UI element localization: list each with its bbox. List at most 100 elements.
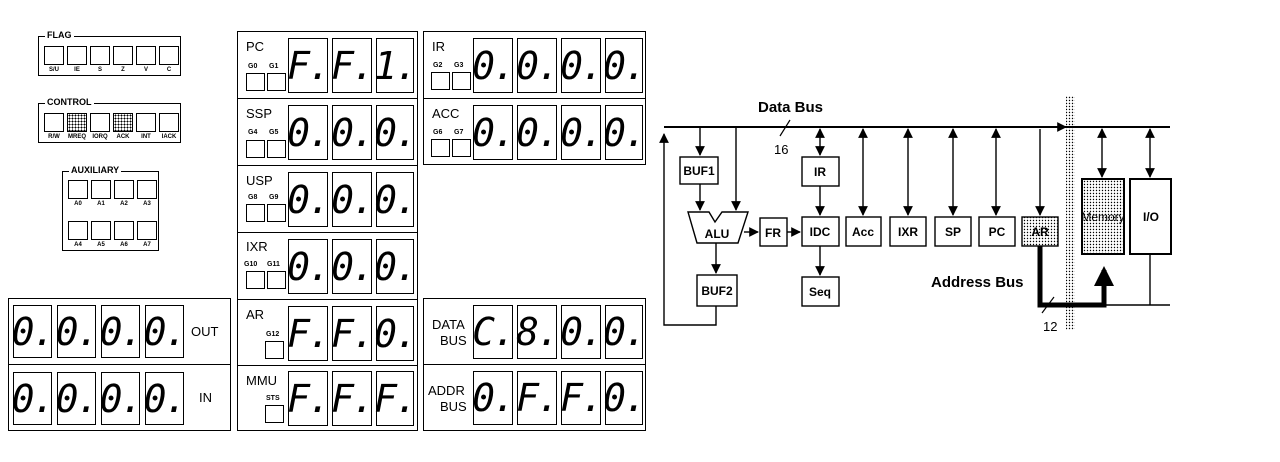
gate-box-g8 xyxy=(246,204,265,222)
data-bus-label: Data Bus xyxy=(758,99,823,116)
aux-label: A7 xyxy=(143,242,151,248)
out-digit: 0. xyxy=(56,305,99,358)
mmu-digit: F. xyxy=(287,371,331,426)
gate-box-g4 xyxy=(246,140,265,158)
gate-box-g11 xyxy=(267,271,286,289)
aux-label: A2 xyxy=(120,201,128,207)
ar-block-label: AR xyxy=(1031,225,1049,239)
out-label: OUT xyxy=(191,324,219,339)
in-digit: 0. xyxy=(12,372,55,425)
data-bus-label-line1: DATA xyxy=(432,317,465,332)
register-panel-right: IR G2 G3 0. 0. 0. 0. ACC G6 G7 0. 0. 0. … xyxy=(423,31,647,165)
addr-bus-label-line1: ADDR xyxy=(428,383,465,398)
ar-digit: F. xyxy=(331,306,375,361)
memory-block xyxy=(1081,178,1125,255)
data-bus-width: 16 xyxy=(774,142,788,157)
usp-digit: 0. xyxy=(374,172,418,227)
buf1-block xyxy=(679,156,719,185)
flag-label: Z xyxy=(121,67,125,73)
data-bus-digit: 0. xyxy=(603,305,647,359)
aux-label: A0 xyxy=(74,201,82,207)
control-lamp-rw xyxy=(44,113,64,132)
in-label: IN xyxy=(199,390,212,405)
out-digit: 0. xyxy=(100,305,143,358)
ssp-label: SSP xyxy=(246,106,273,121)
control-label: IACK xyxy=(161,134,177,140)
buf2-block xyxy=(696,274,738,307)
gate-label: G11 xyxy=(267,261,280,268)
acc-label: ACC xyxy=(432,106,460,121)
ar-block xyxy=(1021,216,1059,247)
sts-box xyxy=(265,405,284,423)
control-lamp-int xyxy=(136,113,156,132)
flag-label: V xyxy=(143,67,148,73)
seq-label: Seq xyxy=(809,285,831,299)
auxiliary-group: AUXILIARY A0 A1 A2 A3 A4 A5 A6 A7 xyxy=(62,165,159,251)
control-label: ACK xyxy=(116,134,130,140)
flag-title: FLAG xyxy=(45,30,74,41)
flag-label: S xyxy=(97,67,102,73)
gate-box-g7 xyxy=(452,139,471,157)
aux-lamp-a2 xyxy=(114,180,134,199)
gate-box-g1 xyxy=(267,73,286,91)
usp-row: USP G8 G9 0. 0. 0. xyxy=(238,166,418,233)
control-lamp-ack xyxy=(113,113,133,132)
gate-label: G7 xyxy=(454,129,464,136)
aux-lamp-a7 xyxy=(137,221,157,240)
gate-label: G5 xyxy=(269,129,279,136)
aux-label: A3 xyxy=(143,201,151,207)
gate-label: G8 xyxy=(248,194,258,201)
alu-block xyxy=(687,211,749,244)
ar-row: AR G12 F. F. 0. xyxy=(238,300,418,366)
sp-block xyxy=(934,216,972,247)
gate-box-g0 xyxy=(246,73,265,91)
gate-label: G10 xyxy=(244,261,258,268)
aux-lamp-a5 xyxy=(91,221,111,240)
control-label: MREQ xyxy=(68,134,86,140)
pc-label: PC xyxy=(246,39,265,54)
control-label: R/W xyxy=(48,134,60,140)
data-bus-digit: 8. xyxy=(516,305,560,359)
auxiliary-title: AUXILIARY xyxy=(69,165,122,176)
addr-bus-digit: 0. xyxy=(472,371,516,425)
acc-row: ACC G6 G7 0. 0. 0. 0. xyxy=(424,99,647,165)
gate-box-g9 xyxy=(267,204,286,222)
acc-digit: 0. xyxy=(603,105,647,160)
aux-lamp-a6 xyxy=(114,221,134,240)
flag-label: S/U xyxy=(48,67,59,73)
idc-block xyxy=(801,216,840,247)
gate-label: G12 xyxy=(266,331,280,338)
addr-bus-digit: 0. xyxy=(603,371,647,425)
gate-label: G4 xyxy=(248,129,258,136)
ixr-block xyxy=(889,216,927,247)
gate-label: STS xyxy=(266,395,280,402)
ar-label: AR xyxy=(246,307,265,322)
in-digit: 0. xyxy=(144,372,187,425)
buf2-feedback-line xyxy=(659,133,717,326)
address-bus-label: Address Bus xyxy=(931,274,1024,291)
control-title: CONTROL xyxy=(45,97,94,108)
data-bus-row: DATA BUS C. 8. 0. 0. xyxy=(424,299,647,365)
usp-digit: 0. xyxy=(331,172,375,227)
gate-box-g5 xyxy=(267,140,286,158)
pc-digit: F. xyxy=(331,38,375,93)
bus-panel: DATA BUS C. 8. 0. 0. ADDR BUS 0. F. F. 0… xyxy=(423,298,647,431)
seq-block xyxy=(801,276,840,307)
io-panel: 0. 0. 0. 0. OUT 0. 0. 0. 0. IN xyxy=(8,298,231,431)
ar-digit: 0. xyxy=(374,306,418,361)
ir-digit: 0. xyxy=(603,38,647,93)
mmu-row: MMU STS F. F. F. xyxy=(238,366,418,431)
ir-digit: 0. xyxy=(472,38,516,93)
ixr-row: IXR G10 G11 0. 0. 0. xyxy=(238,233,418,300)
ssp-row: SSP G4 G5 0. 0. 0. xyxy=(238,99,418,166)
flag-lamp-c xyxy=(159,46,179,65)
control-lamp-iack xyxy=(159,113,179,132)
data-bus-width-tick xyxy=(779,119,791,137)
ixr-label: IXR xyxy=(246,239,268,254)
ar-digit: F. xyxy=(287,306,331,361)
control-lamp-iorq xyxy=(90,113,110,132)
aux-lamp-a1 xyxy=(91,180,111,199)
aux-lamp-a4 xyxy=(68,221,88,240)
mmu-digit: F. xyxy=(374,371,418,426)
gate-label: G3 xyxy=(454,62,464,69)
